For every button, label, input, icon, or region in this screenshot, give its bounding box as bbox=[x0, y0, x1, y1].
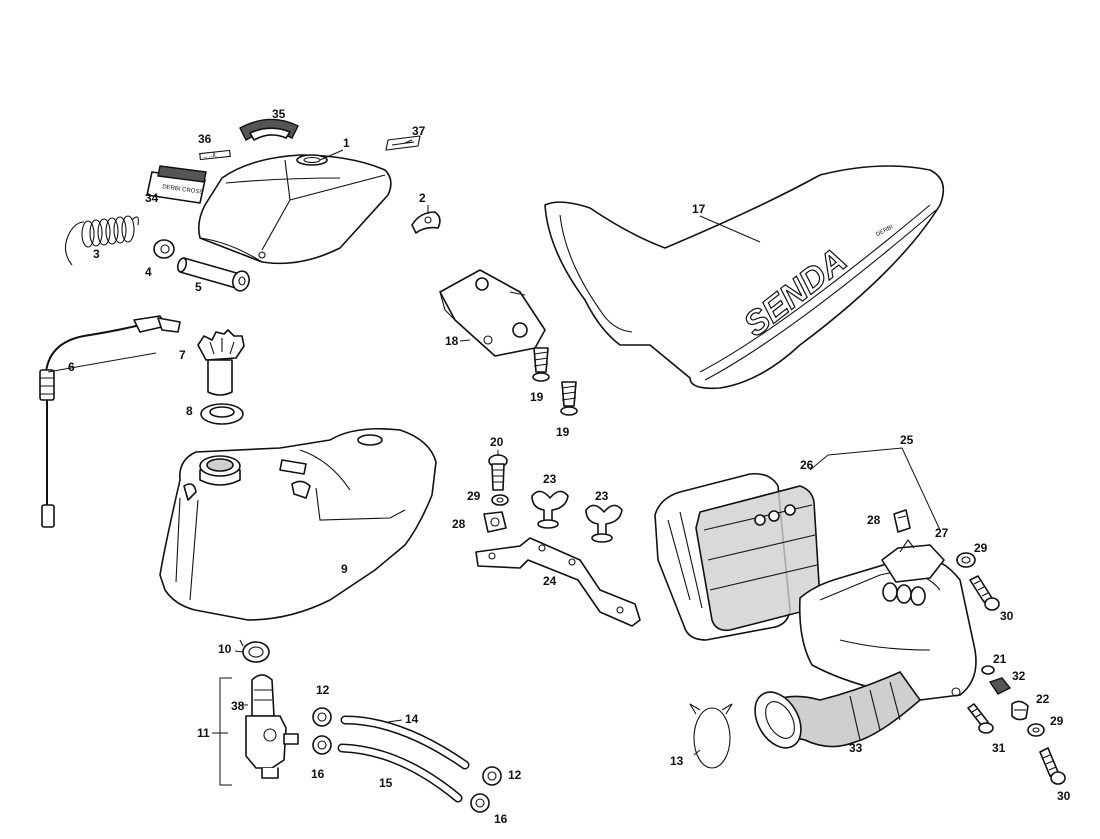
part-23-wing-nut-a bbox=[531, 490, 569, 529]
callout-28-a: 28 bbox=[452, 517, 466, 531]
callout-7: 7 bbox=[179, 348, 186, 362]
part-33-intake-duct bbox=[754, 671, 922, 749]
callout-2: 2 bbox=[419, 191, 426, 205]
part-26-air-filter bbox=[654, 472, 821, 641]
callout-19-b: 19 bbox=[556, 425, 570, 439]
part-24-bracket bbox=[475, 537, 641, 627]
callout-15: 15 bbox=[379, 776, 393, 790]
callout-25: 25 bbox=[900, 433, 914, 447]
part-27-airbox bbox=[798, 539, 977, 701]
callout-27: 27 bbox=[935, 526, 949, 540]
part-21-washer bbox=[981, 665, 995, 675]
callout-38: 38 bbox=[231, 699, 245, 713]
part-12-hose-clip-lower bbox=[482, 766, 502, 786]
part-30-bolt-upper bbox=[969, 575, 1000, 611]
callout-18: 18 bbox=[445, 334, 459, 348]
callout-16-a: 16 bbox=[311, 767, 325, 781]
part-34-decal-panel: DERBI CROSS bbox=[146, 165, 207, 204]
part-37-decal bbox=[385, 135, 421, 151]
svg-text:-- ----: -- ---- bbox=[203, 154, 217, 161]
callout-30-a: 30 bbox=[1000, 609, 1014, 623]
part-3-spring bbox=[64, 215, 139, 266]
callout-23-a: 23 bbox=[543, 472, 557, 486]
part-9-fuel-tank bbox=[159, 427, 437, 621]
part-30-bolt-lower bbox=[1039, 747, 1066, 785]
part-28-nut-clip-b bbox=[893, 509, 911, 533]
callout-28-b: 28 bbox=[867, 513, 881, 527]
part-23-wing-nut-b bbox=[585, 504, 623, 543]
part-31-screw bbox=[967, 703, 994, 734]
part-1-tank-cover bbox=[198, 154, 392, 265]
part-12-hose-clip-upper bbox=[312, 707, 332, 727]
callout-26: 26 bbox=[800, 458, 814, 472]
part-16-hose-clip-upper bbox=[312, 735, 332, 755]
part-22-grommet bbox=[1011, 700, 1029, 721]
callout-29-c: 29 bbox=[1050, 714, 1064, 728]
part-11-fuel-tap bbox=[245, 674, 299, 779]
part-35-tank-sticker bbox=[239, 118, 299, 141]
callout-19-a: 19 bbox=[530, 390, 544, 404]
part-29-washer-a bbox=[491, 494, 509, 506]
part-16-hose-clip-lower bbox=[470, 793, 490, 813]
part-14-fuel-hose bbox=[340, 715, 470, 770]
callout-14: 14 bbox=[405, 712, 419, 726]
callout-37: 37 bbox=[412, 124, 426, 138]
callout-9: 9 bbox=[341, 562, 348, 576]
callout-6: 6 bbox=[68, 360, 75, 374]
callout-3: 3 bbox=[93, 247, 100, 261]
callout-22: 22 bbox=[1036, 692, 1050, 706]
callout-11: 11 bbox=[197, 726, 210, 740]
part-13-clamp-ring bbox=[689, 703, 733, 769]
callout-34: 34 bbox=[145, 191, 159, 205]
part-2-bracket bbox=[411, 211, 441, 234]
callout-20: 20 bbox=[490, 435, 504, 449]
leader-lines bbox=[47, 139, 941, 786]
callout-16-b: 16 bbox=[494, 812, 508, 826]
callout-29-a: 29 bbox=[467, 489, 481, 503]
part-17-seat: SENDA DERBI bbox=[544, 165, 945, 390]
callout-8: 8 bbox=[186, 404, 193, 418]
svg-text:DERBI CROSS: DERBI CROSS bbox=[162, 184, 204, 196]
callout-labels: 35 36 37 1 34 2 3 4 5 17 6 7 8 18 19 19 … bbox=[68, 107, 1071, 826]
part-18-seat-bracket bbox=[439, 269, 546, 357]
part-32-nut bbox=[988, 677, 1012, 695]
callout-21: 21 bbox=[993, 652, 1007, 666]
callout-33: 33 bbox=[849, 741, 863, 755]
part-19-screw-b bbox=[560, 381, 578, 416]
part-4-bushing bbox=[153, 239, 175, 259]
part-29-washer-c bbox=[1027, 723, 1045, 737]
part-20-bolt bbox=[488, 454, 508, 491]
callout-30-b: 30 bbox=[1057, 789, 1071, 803]
callout-32: 32 bbox=[1012, 669, 1026, 683]
part-29-grommet-b bbox=[956, 552, 976, 568]
callout-5: 5 bbox=[195, 280, 202, 294]
part-5-spacer-pin bbox=[176, 257, 250, 292]
callout-13: 13 bbox=[670, 754, 684, 768]
callout-29-b: 29 bbox=[974, 541, 988, 555]
callout-17: 17 bbox=[692, 202, 706, 216]
part-28-nut-clip-a bbox=[483, 511, 507, 533]
part-10-clamp bbox=[239, 639, 270, 663]
part-36-decal: -- ---- bbox=[199, 149, 231, 161]
part-15-fuel-hose bbox=[337, 743, 463, 803]
callout-24: 24 bbox=[543, 574, 557, 588]
callout-4: 4 bbox=[145, 265, 152, 279]
callout-12-b: 12 bbox=[508, 768, 522, 782]
part-6-fuel-sensor bbox=[39, 315, 181, 528]
callout-36: 36 bbox=[198, 132, 212, 146]
callout-23-b: 23 bbox=[595, 489, 609, 503]
part-7-fuel-cap bbox=[197, 329, 245, 396]
part-19-screw-a bbox=[532, 347, 550, 382]
callout-12-a: 12 bbox=[316, 683, 330, 697]
callout-31: 31 bbox=[992, 741, 1006, 755]
part-8-cap-seal bbox=[200, 403, 244, 425]
callout-10: 10 bbox=[218, 642, 232, 656]
callout-35: 35 bbox=[272, 107, 286, 121]
callout-1: 1 bbox=[343, 136, 350, 150]
